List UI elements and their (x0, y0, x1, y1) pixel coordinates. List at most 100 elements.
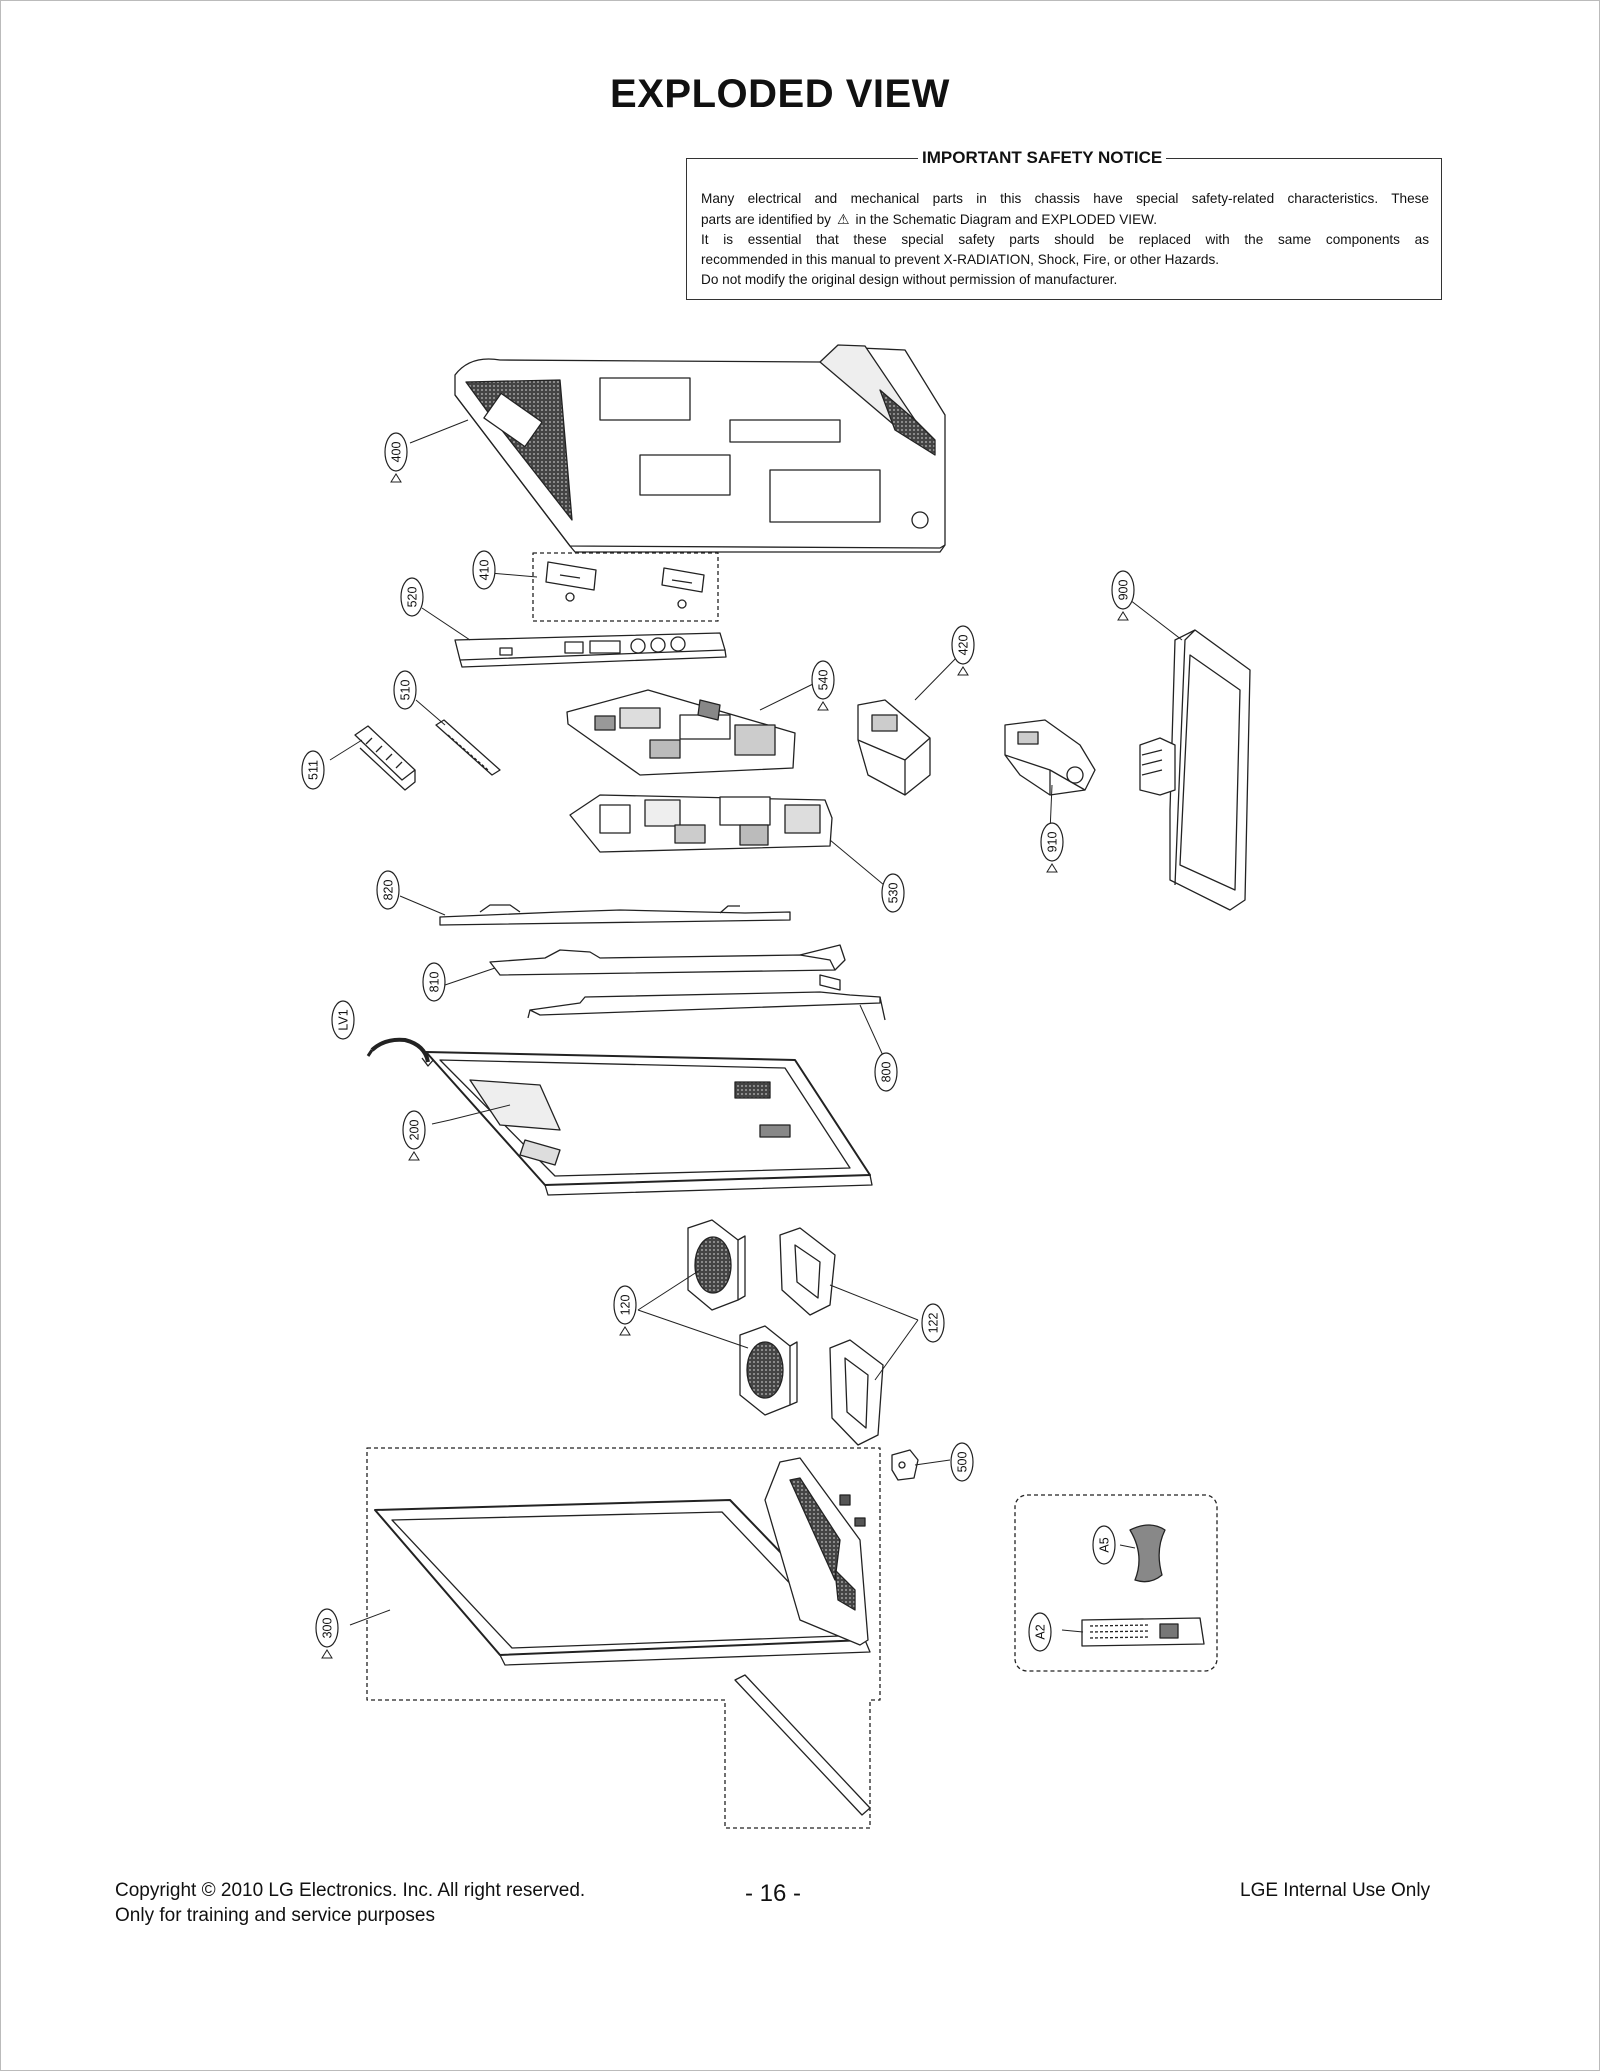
part-label-520: 520 (400, 577, 424, 617)
part-number-text: 510 (399, 680, 413, 701)
component-420-drawing (857, 699, 931, 796)
part-label-lv1: LV1 (331, 1000, 355, 1040)
part-number-text: 530 (887, 883, 901, 904)
part-label-oval (315, 1608, 339, 1648)
part-label-oval (1092, 1525, 1116, 1565)
warning-triangle-icon: ⚠ (836, 211, 850, 227)
part-label-a2: A2 (1028, 1612, 1052, 1652)
notice-line-1: Many electrical and mechanical parts in … (701, 191, 1429, 206)
safety-mark-icon (408, 1151, 420, 1161)
frame-rail-820-drawing (439, 904, 791, 926)
back-cover-drawing (454, 344, 946, 553)
part-label-120: 120 (613, 1285, 637, 1336)
part-label-400: 400 (384, 432, 408, 483)
part-number-text: 420 (957, 635, 971, 656)
stand-base-drawing (1139, 629, 1251, 911)
part-label-oval (1111, 570, 1135, 610)
part-label-oval (613, 1285, 637, 1325)
front-cabinet-drawing (366, 1447, 881, 1829)
footer-internal-use: LGE Internal Use Only (1240, 1880, 1431, 1901)
notice-line-2-pre: parts are identified by (701, 212, 831, 227)
leader-lines (329, 419, 1183, 1633)
part-number-text: 200 (408, 1120, 422, 1141)
part-label-oval (811, 660, 835, 700)
speaker-upper-drawing (687, 1219, 746, 1311)
part-label-810: 810 (422, 962, 446, 1002)
part-label-900: 900 (1111, 570, 1135, 621)
part-label-511: 511 (301, 750, 325, 790)
lcd-module-drawing (425, 1051, 873, 1196)
safety-notice-box: IMPORTANT SAFETY NOTICE Many electrical … (686, 148, 1442, 300)
part-number-text: 800 (880, 1062, 894, 1083)
part-number-text: 900 (1117, 580, 1131, 601)
lvds-cable-drawing (366, 1037, 436, 1067)
part-number-text: 520 (406, 587, 420, 608)
part-label-540: 540 (811, 660, 835, 711)
notice-line-2-post: in the Schematic Diagram and EXPLODED VI… (855, 212, 1157, 227)
part-label-oval (1040, 822, 1064, 862)
notice-line-3: It is essential that these special safet… (701, 232, 1429, 247)
notice-line-4: recommended in this manual to prevent X-… (701, 252, 1220, 267)
power-board-drawing (569, 794, 833, 853)
part-label-510: 510 (393, 670, 417, 710)
part-number-text: 820 (382, 880, 396, 901)
part-label-oval (874, 1052, 898, 1092)
safety-notice-body: Many electrical and mechanical parts in … (701, 189, 1429, 290)
part-label-oval (950, 1442, 974, 1482)
notice-line-5: Do not modify the original design withou… (701, 272, 1118, 287)
part-label-oval (472, 550, 496, 590)
footer-training-note: Only for training and service purposes (115, 1905, 435, 1926)
part-label-oval (951, 625, 975, 665)
small-board-511-drawing (354, 725, 416, 791)
main-board-drawing (566, 689, 796, 776)
part-number-text: 511 (307, 760, 321, 780)
part-label-820: 820 (376, 870, 400, 910)
page-number: - 16 - (745, 1880, 802, 1907)
part-number-text: 500 (956, 1452, 970, 1473)
part-label-122: 122 (921, 1303, 945, 1343)
part-label-530: 530 (881, 873, 905, 913)
safety-mark-icon (817, 701, 829, 711)
part-number-text: 540 (817, 670, 831, 691)
notice-line-2: parts are identified by ⚠ in the Schematic… (701, 209, 1429, 230)
part-label-oval (393, 670, 417, 710)
part-number-text: 122 (927, 1313, 941, 1334)
terminal-plate-drawing (454, 632, 727, 668)
part-label-oval (376, 870, 400, 910)
part-label-200: 200 (402, 1110, 426, 1161)
part-label-300: 300 (315, 1608, 339, 1659)
bracket-set-drawing (532, 552, 719, 622)
part-label-910: 910 (1040, 822, 1064, 873)
part-label-oval (1028, 1612, 1052, 1652)
part-number-text: 810 (428, 972, 442, 993)
part-number-text: A2 (1034, 1624, 1048, 1639)
speaker-bracket-lower-drawing (829, 1339, 884, 1446)
part-number-text: 910 (1046, 832, 1060, 853)
part-number-text: 300 (321, 1618, 335, 1639)
part-label-oval (921, 1303, 945, 1343)
safety-mark-icon (619, 1326, 631, 1336)
ir-receiver-drawing (891, 1449, 919, 1481)
part-label-500: 500 (950, 1442, 974, 1482)
part-label-oval (400, 577, 424, 617)
frame-rail-800-drawing (527, 991, 886, 1021)
frame-rail-810-drawing (489, 944, 846, 991)
part-label-oval (402, 1110, 426, 1150)
safety-mark-icon (957, 666, 969, 676)
safety-mark-icon (1046, 863, 1058, 873)
part-label-oval (422, 962, 446, 1002)
part-number-text: 410 (478, 560, 492, 581)
page-title: EXPLODED VIEW (610, 72, 950, 116)
part-number-text: 400 (390, 442, 404, 463)
safety-mark-icon (321, 1649, 333, 1659)
part-label-420: 420 (951, 625, 975, 676)
footer-copyright: Copyright © 2010 LG Electronics. Inc. Al… (115, 1880, 586, 1901)
part-label-oval (881, 873, 905, 913)
safety-mark-icon (1117, 611, 1129, 621)
speaker-bracket-upper-drawing (779, 1227, 836, 1316)
accessories-drawing (1014, 1494, 1218, 1672)
safety-mark-icon (390, 473, 402, 483)
part-label-410: 410 (472, 550, 496, 590)
